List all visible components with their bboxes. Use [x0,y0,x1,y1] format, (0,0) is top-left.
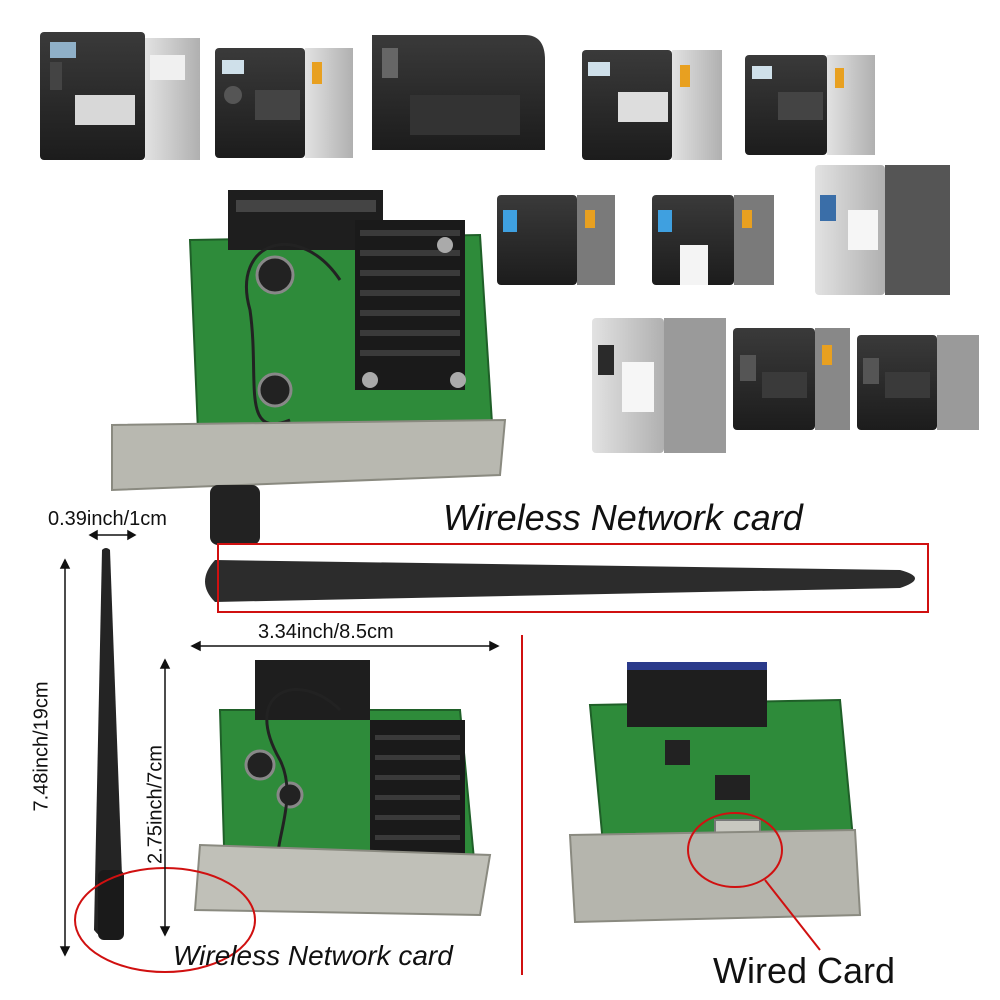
wireless-card-large-image [111,190,915,602]
width-label-card: 3.34inch/8.5cm [258,621,394,643]
printer-image [733,328,850,430]
printer-image [857,335,979,430]
height-label-card: 2.75inch/7cm [144,745,167,864]
printer-image [40,32,200,160]
wired-card-image [568,662,862,924]
width-label-small: 0.39inch/1cm [48,508,167,530]
dimension-arrows [59,529,500,957]
wired-pointer-line [764,879,821,951]
printer-image [652,195,774,285]
antenna-highlight-box [217,543,929,613]
printer-image [592,318,726,453]
wireless-card-small-image [193,660,492,917]
height-label-antenna: 7.48inch/19cm [30,681,53,812]
wired-card-caption: Wired Card [713,950,896,991]
wireless-card-caption: Wireless Network card [173,940,453,971]
antenna-image [94,548,124,940]
printer-image [815,165,950,295]
printer-gallery [40,32,979,453]
printer-image [497,195,615,285]
printer-image [745,55,875,155]
wired-highlight-circle [687,812,783,888]
printer-image [582,50,722,160]
wireless-card-title: Wireless Network card [443,497,803,538]
printer-image [372,35,545,150]
printer-image [215,48,353,158]
